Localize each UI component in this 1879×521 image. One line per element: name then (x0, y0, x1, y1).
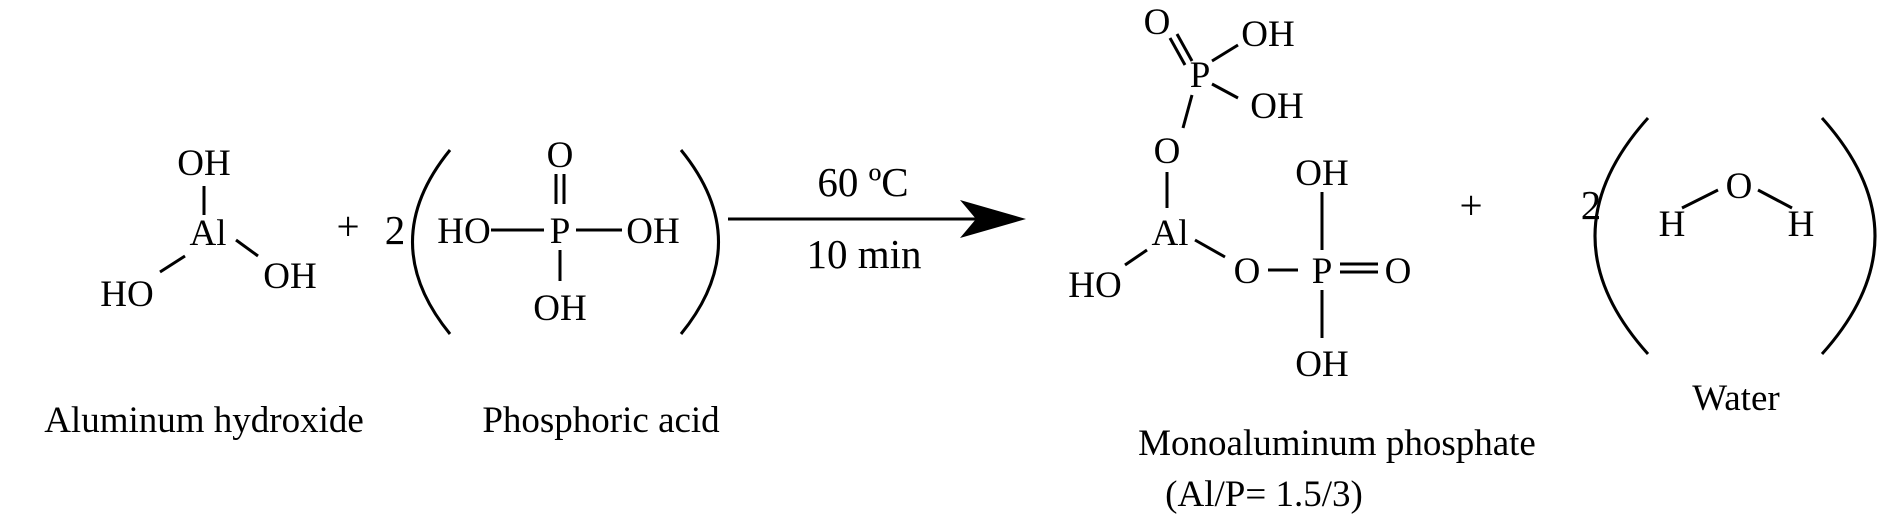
atom-oh-right: OH (263, 256, 316, 297)
atom-o-link: O (1154, 131, 1181, 172)
plus-sign-2: + (1459, 182, 1482, 228)
water-structure: H O H (1659, 166, 1815, 245)
atom-al: Al (1152, 213, 1189, 254)
atom-oh-right-bottom: OH (1295, 344, 1348, 385)
aluminum-hydroxide-structure: OH Al HO OH (100, 143, 316, 315)
monoaluminum-phosphate-structure: O OH P OH O Al HO OH O P O OH (1068, 2, 1411, 385)
atom-ho-left: HO (100, 274, 153, 315)
atom-oh-top: OH (1241, 14, 1294, 55)
bond-p-top-o-double-2 (1175, 33, 1194, 62)
atom-p-right: P (1312, 251, 1333, 292)
reaction-arrow (728, 200, 1026, 238)
atom-ho-left: HO (1068, 265, 1121, 306)
atom-oh-bottom: OH (533, 288, 586, 329)
atom-o-top: O (1144, 2, 1171, 43)
bond-o-h-right (1757, 188, 1793, 210)
condition-temperature: 60 ºC (817, 159, 908, 205)
atom-ho: HO (437, 211, 490, 252)
caption-phosphoric-acid: Phosphoric acid (482, 400, 720, 441)
caption-aluminum-hydroxide: Aluminum hydroxide (44, 400, 364, 441)
left-parenthesis-water (1593, 116, 1650, 356)
bond-al-ho-left (1124, 248, 1148, 267)
bond-al-oh-left (159, 254, 186, 274)
caption-monoaluminum-phosphate: Monoaluminum phosphate (1138, 423, 1536, 464)
arrow-head (960, 200, 1026, 238)
atom-oh-mid: OH (1250, 86, 1303, 127)
caption-water: Water (1692, 378, 1779, 419)
atom-h-right: H (1788, 204, 1815, 245)
coefficient-phosphoric-acid: 2 (385, 207, 406, 253)
atom-p: P (550, 211, 571, 252)
atom-oh-right: OH (626, 211, 679, 252)
bond-h-o-left (1681, 188, 1719, 210)
bond-p-top-oh-mid (1211, 82, 1239, 100)
atom-p-top: P (1190, 55, 1211, 96)
right-parenthesis-water (1820, 116, 1877, 356)
condition-time: 10 min (806, 231, 921, 277)
caption-al-p-ratio: (Al/P= 1.5/3) (1165, 474, 1363, 515)
atom-o-top: O (547, 135, 574, 176)
atom-o-bridge: O (1234, 251, 1261, 292)
right-parenthesis-acid (679, 149, 720, 335)
atom-oh-top: OH (177, 143, 230, 184)
atom-oh-right-top: OH (1295, 153, 1348, 194)
bond-al-o-bridge (1194, 238, 1226, 259)
atom-o: O (1726, 166, 1753, 207)
atom-h-left: H (1659, 204, 1686, 245)
bond-al-oh-right (235, 238, 259, 258)
atom-al: Al (190, 213, 227, 254)
atom-o-double: O (1385, 251, 1412, 292)
plus-sign-1: + (336, 203, 359, 249)
phosphoric-acid-structure: O HO P OH OH (437, 135, 679, 329)
bond-p-top-o-link (1181, 94, 1194, 129)
left-parenthesis-acid (411, 149, 452, 335)
bond-p-top-oh-top (1211, 43, 1239, 63)
bond-p-top-o-double-1 (1168, 37, 1187, 66)
